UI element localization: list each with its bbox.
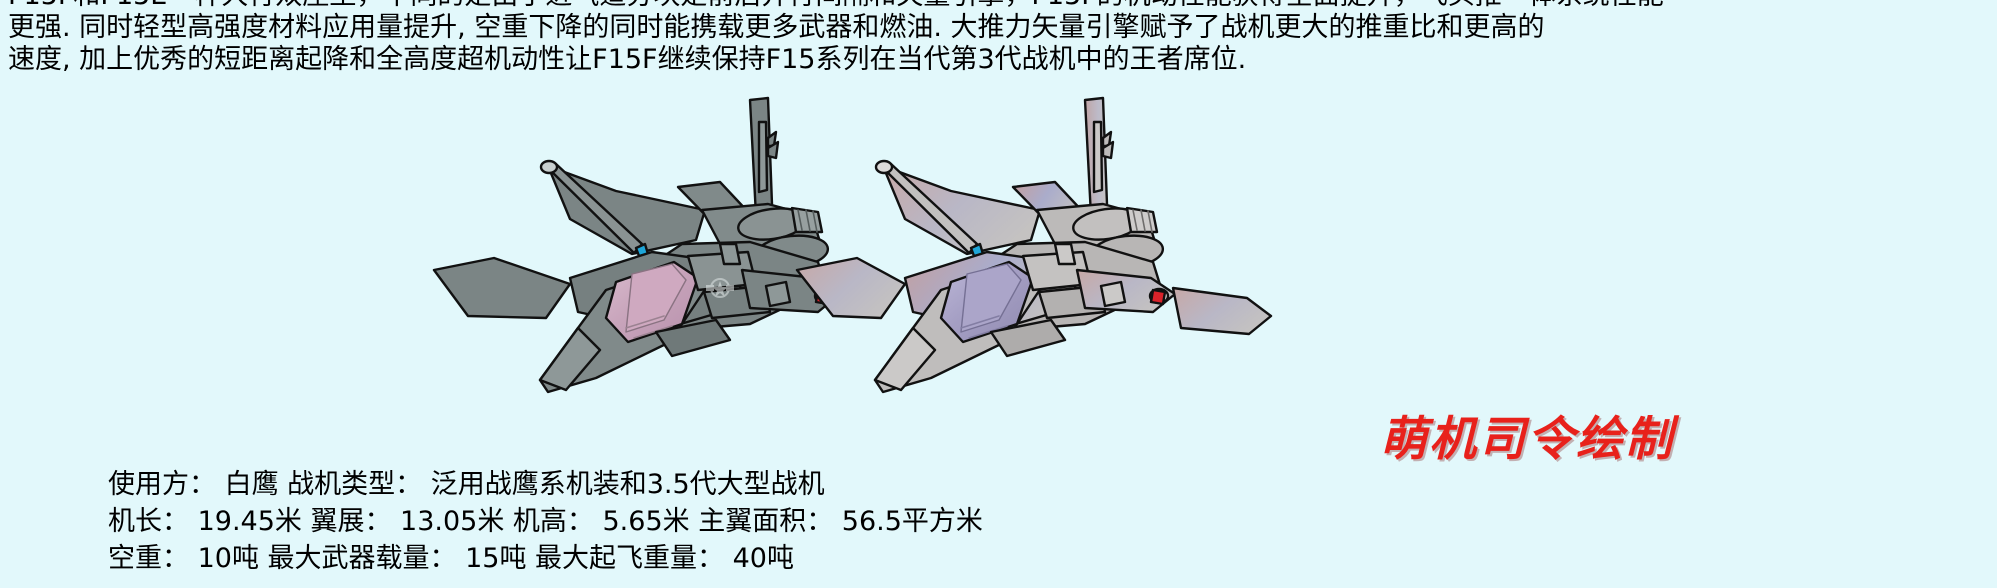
spec-line-dimensions: 机长： 19.45米 翼展： 13.05米 机高： 5.65米 主翼面积： 56… bbox=[108, 506, 983, 537]
aircraft-body-left bbox=[432, 96, 842, 394]
description-line-1: F15F和F15E一样大行双座型，不同的是由于进气道分块是前后并行间隔和矢量引擎… bbox=[8, 0, 1989, 12]
spec-line-weights: 空重： 10吨 最大武器载量： 15吨 最大起飞重量： 40吨 bbox=[108, 543, 794, 574]
roundel-insignia-left bbox=[706, 278, 734, 298]
aircraft-illustration-left bbox=[420, 92, 842, 394]
aircraft-illustration-right bbox=[795, 92, 1275, 394]
description-line-3: 速度, 加上优秀的短距离起降和全高度超机动性让F15F继续保持F15系列在当代第… bbox=[8, 44, 1247, 75]
specification-paragraph: 使用方： 白鹰 战机类型： 泛用战鹰系机装和3.5代大型战机 机长： 19.45… bbox=[108, 466, 1208, 577]
aircraft-body-right bbox=[795, 96, 1273, 394]
artist-signature: 萌机司令绘制 bbox=[1380, 412, 1674, 467]
description-paragraph: F15F和F15E一样大行双座型，不同的是由于进气道分块是前后并行间隔和矢量引擎… bbox=[0, 0, 1997, 76]
spec-line-operator-type: 使用方： 白鹰 战机类型： 泛用战鹰系机装和3.5代大型战机 bbox=[108, 469, 825, 500]
description-line-2: 更强. 同时轻型高强度材料应用量提升, 空重下降的同时能携载更多武器和燃油. 大… bbox=[8, 12, 1545, 43]
